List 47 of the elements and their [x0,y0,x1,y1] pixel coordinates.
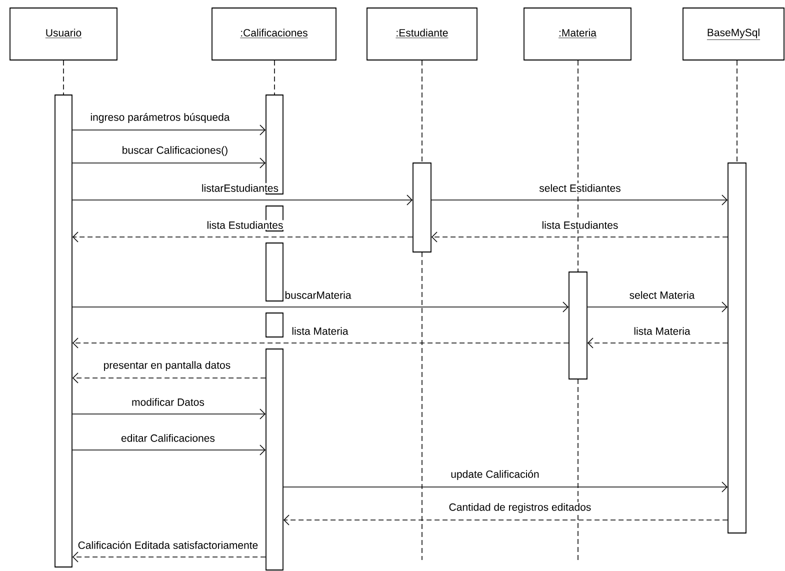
activation-bar [266,312,284,338]
edge-label: lista Estudiantes [206,220,284,230]
edge-label: lista Materia [632,326,692,336]
activation-bar [412,162,432,252]
activation-bar [568,272,588,380]
edge-label: Cantidad de registros editados [448,502,592,514]
message-arrow [431,194,728,206]
activation-bar [54,94,72,568]
lifeline [736,60,738,163]
message-arrow [72,232,413,242]
message-arrow [72,444,266,456]
message-arrow [283,482,728,492]
object-box: BaseMySql [682,8,784,60]
message-arrow [72,158,266,168]
message-arrow [587,302,728,312]
message-arrow [587,338,728,348]
message-arrow [72,552,266,562]
edge-label: ingreso parámetros búsqueda [89,112,231,124]
edge-label: update Calificación [450,469,540,481]
object-box: :Calificaciones [212,8,336,60]
edge-label: buscar Calificaciones() [120,145,230,157]
activation-bar [728,162,746,534]
edge-label: modificar Datos [130,397,206,407]
edge-label: Calificación Editada satisfactoriamente [76,540,260,550]
message-arrow [72,194,413,206]
message-arrow [72,302,569,312]
message-arrow [283,514,728,526]
object-box: Usuario [10,8,118,60]
edge-label: buscarMateria [284,290,352,300]
edge-label: presentar en pantalla datos [102,360,232,372]
lifeline [274,60,275,95]
edge-label: select Estidiantes [538,183,622,193]
message-arrow [431,232,728,242]
edge-label: lista Estudiantes [540,220,620,230]
edge-label: select Materia [628,290,696,300]
object-box: :Materia [524,8,632,60]
activation-bar [266,242,284,302]
lifeline [63,60,64,95]
object-box: :Estudiante [366,8,478,60]
edge-label: lista Materia [290,326,350,336]
activation-bar [266,348,284,570]
message-arrow [72,124,266,136]
edge-label: listarEstudiantes [200,183,280,193]
message-arrow [72,372,266,384]
message-arrow [72,408,266,420]
message-arrow [72,338,569,348]
edge-label: editar Calificaciones [120,433,216,443]
